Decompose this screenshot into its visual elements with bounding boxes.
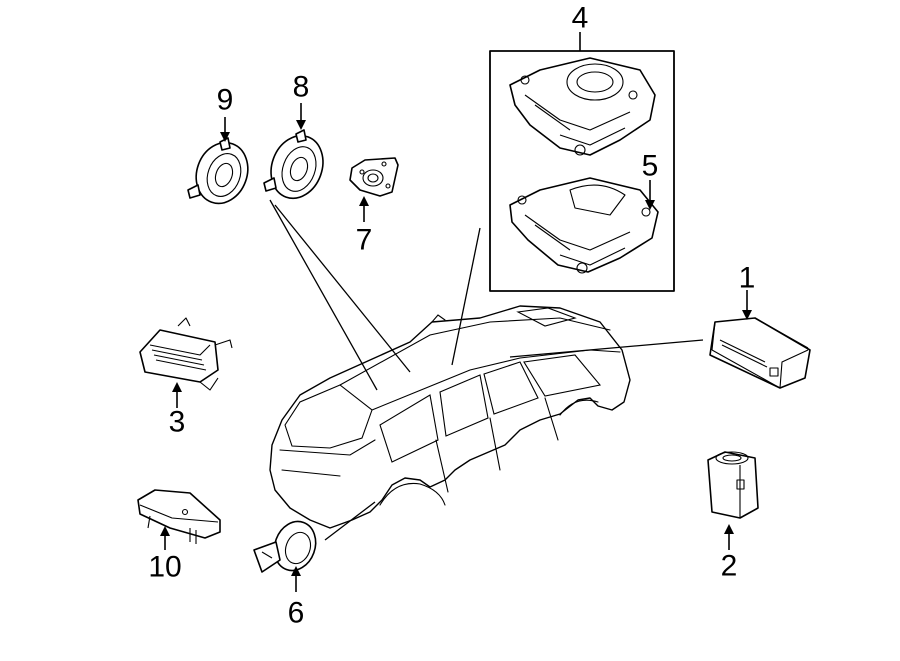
callout-3: 3 <box>169 406 186 439</box>
vehicle-outline <box>269 305 631 529</box>
speaker-part-8 <box>263 129 324 200</box>
callout-1: 1 <box>739 262 756 295</box>
speaker-part-9 <box>187 137 249 205</box>
tweeter-part-7 <box>349 157 399 197</box>
callout-10: 10 <box>148 551 181 584</box>
callout-6: 6 <box>288 597 305 630</box>
amplifier-bottom-part <box>509 177 659 274</box>
radio-unit-part-1 <box>709 317 811 389</box>
amplifier-top-part <box>509 57 656 156</box>
leader-lines <box>269 199 704 541</box>
callout-2: 2 <box>721 550 738 583</box>
inset-box <box>489 50 675 292</box>
callout-9: 9 <box>217 84 234 117</box>
callout-arrows <box>160 32 752 592</box>
callout-7: 7 <box>356 224 373 257</box>
callout-5: 5 <box>642 150 659 183</box>
callout-4: 4 <box>572 2 589 35</box>
module-part-2 <box>707 451 759 519</box>
antenna-module-part-3 <box>139 317 233 391</box>
subwoofer-part-6 <box>253 520 317 573</box>
module-part-10 <box>137 489 221 544</box>
callout-8: 8 <box>293 71 310 104</box>
